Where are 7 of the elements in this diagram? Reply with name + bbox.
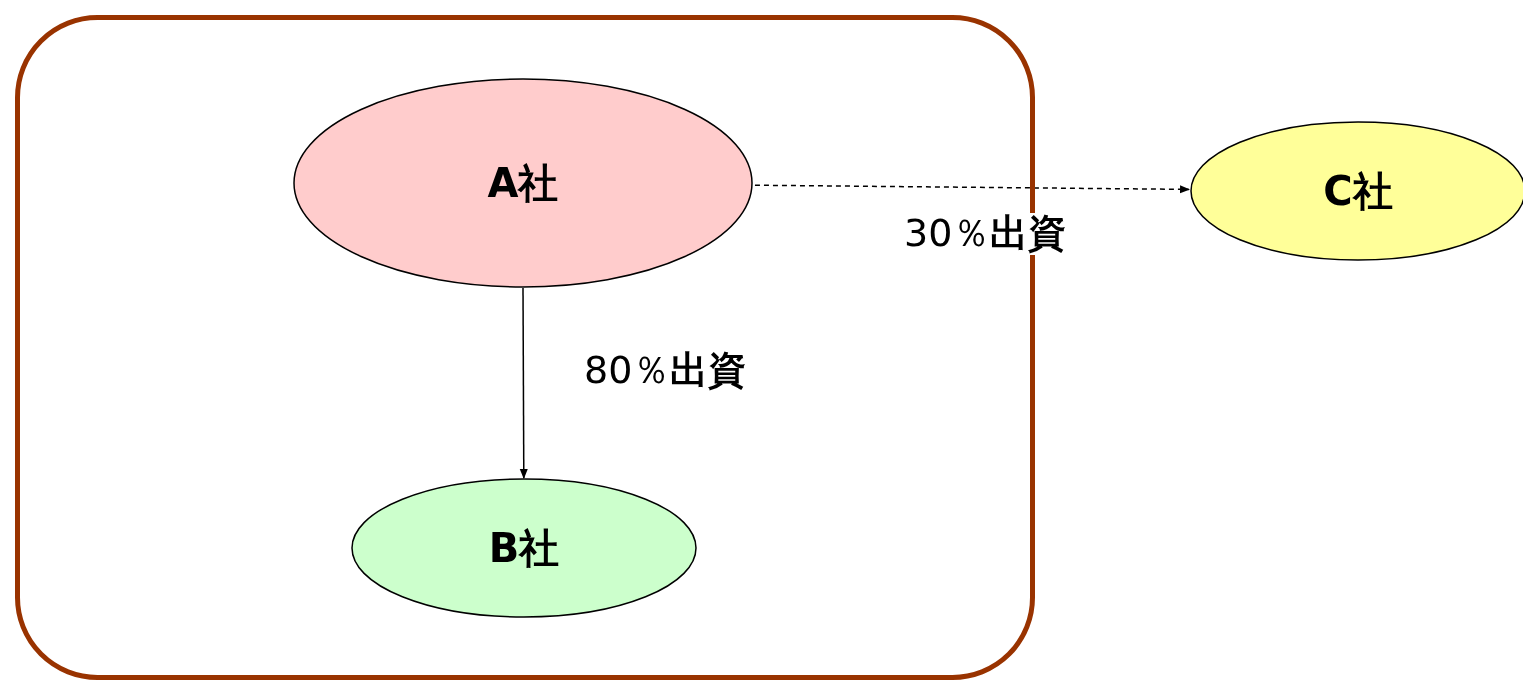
company-ellipse — [351, 478, 697, 618]
arrow — [754, 184, 1191, 194]
company-name: B社 — [488, 523, 560, 573]
company-ellipse — [293, 78, 753, 288]
arrow — [519, 287, 528, 479]
company-name: A社 — [487, 158, 559, 208]
company-name: C社 — [1323, 166, 1393, 216]
